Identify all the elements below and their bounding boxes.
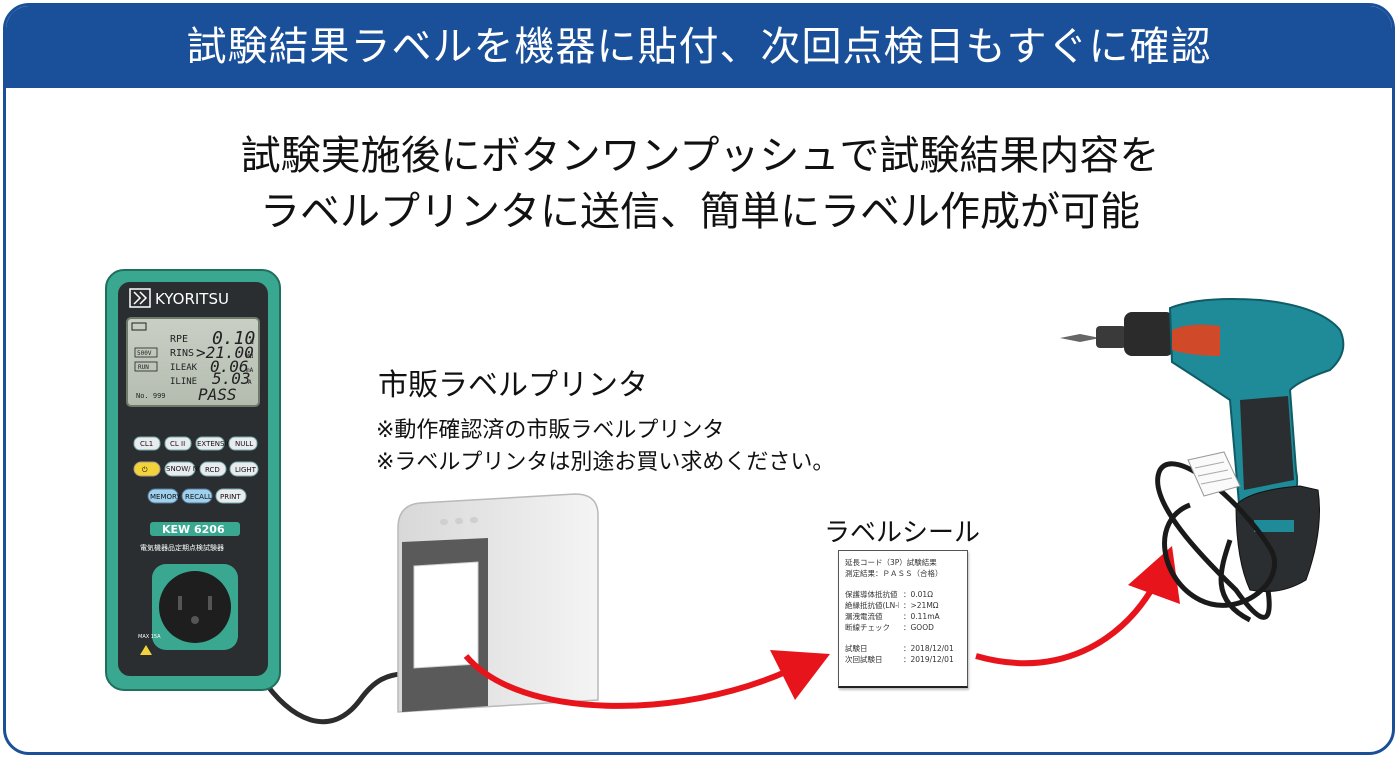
printer-title: 市販ラベルプリンタ [378,368,648,403]
svg-text:CL1: CL1 [140,440,153,448]
connection-cable [259,669,413,725]
outlet-socket [159,571,231,643]
battery-icon [131,322,147,331]
lcd-r4-unit: A [248,379,252,386]
label-line-1: 延長コード（3P）試験結果 [845,558,937,567]
rcd-button[interactable] [199,461,227,477]
label-row: 絶縁抵抗値(LN-E間)：>21MΩ [845,601,939,610]
printer-note-1: ※動作確認済の市販ラベルプリンタ [376,418,725,443]
lcd-r1-value: 0.10 [212,328,255,349]
svg-text:⏻: ⏻ [142,466,148,474]
printer-label-slot [413,561,479,669]
label-row: 断線チェック：GOOD [845,623,934,632]
label-date-row: 次回試験日：2019/12/01 [845,655,954,664]
attached-label-tag [1187,451,1241,497]
light-button[interactable] [229,461,259,477]
svg-text:RCD: RCD [205,466,220,474]
print-button[interactable] [215,488,247,504]
lcd-r3-unit: mA [246,367,254,374]
lcd-r3-label: ILEAK [170,363,198,373]
label-title: ラベルシール [824,518,981,548]
headline-line-1: 試験実施後にボタンワンプッシュで試験結果内容を [240,133,1160,179]
lcd-r1-unit: Ω [250,339,254,346]
label-sticker: 延長コード（3P）試験結果 測定結果：ＰＡＳＳ（合格） 保護導体抵抗値：0.01… [838,550,968,688]
lcd-r3-value: 0.06 [210,357,249,376]
kyoritsu-logo-icon [129,288,151,308]
meter-max: MAX 15A [138,634,161,640]
svg-text:MEMORY: MEMORY [150,493,181,501]
label-date-row: 試験日：2018/12/01 [845,644,954,653]
headline-line-2: ラベルプリンタに送信、簡単にラベル作成が可能 [260,189,1140,235]
power-drill [1060,298,1345,623]
label-row: 漏洩電流値：0.11mA [845,612,940,621]
cl2-button[interactable] [164,436,192,451]
label-printer [397,493,599,713]
lcd-r4-label: ILINE [170,377,197,387]
arrow-head-1 [770,650,830,700]
lcd-display [126,317,260,407]
lcd-result: PASS [198,385,237,404]
lcd-number: No. 999 [136,392,166,400]
meter-brand: KYORITSU [155,290,229,308]
memory-button[interactable] [147,488,179,504]
arrow-label-to-drill [975,590,1153,667]
cl1-button[interactable] [133,436,161,451]
banner-title: 試験結果ラベルを機器に貼付、次回点検日もすぐに確認 [6,6,1392,88]
snow-button[interactable] [164,461,196,477]
warning-icon [140,645,152,655]
svg-text:LIGHT: LIGHT [235,466,257,474]
null-button[interactable] [228,436,258,451]
lcd-r1-label: RPE [170,334,188,345]
insulation-tester-device: KYORITSU RPE 0.10 Ω 500V RINS >21.00 MΩ … [105,269,281,691]
lcd-r2-value: >21.00 [196,343,254,362]
headline: 試験実施後にボタンワンプッシュで試験結果内容を ラベルプリンタに送信、簡単にラベ… [0,128,1400,240]
meter-subtitle: 電気機器品定期点検試験器 [140,543,224,552]
label-row: 保護導体抵抗値：0.01Ω [845,590,933,599]
svg-text:EXTENSION: EXTENSION [197,440,237,448]
extension-button[interactable] [195,436,225,451]
lcd-r2-unit: MΩ [246,353,254,360]
printer-note-2: ※ラベルプリンタは別途お買い求めください。 [376,450,835,475]
meter-model: KEW 6206 [162,523,225,536]
lcd-r2-label: RINS [170,348,194,359]
svg-text:CL II: CL II [170,440,185,448]
recall-button[interactable] [181,488,213,504]
lcd-run-tag: RUN [138,364,149,371]
svg-text:SNOW/ NOSNOW: SNOW/ NOSNOW [166,465,226,473]
svg-text:NULL: NULL [235,440,253,448]
label-line-2: 測定結果：ＰＡＳＳ（合格） [845,569,943,578]
lcd-r4-value: 5.03 [212,369,251,388]
svg-text:PRINT: PRINT [220,493,241,501]
power-button[interactable] [133,461,161,477]
arrow-printer-to-label [463,654,792,709]
svg-text:RECALL: RECALL [185,493,212,501]
lcd-500v-tag: 500V [137,350,152,357]
